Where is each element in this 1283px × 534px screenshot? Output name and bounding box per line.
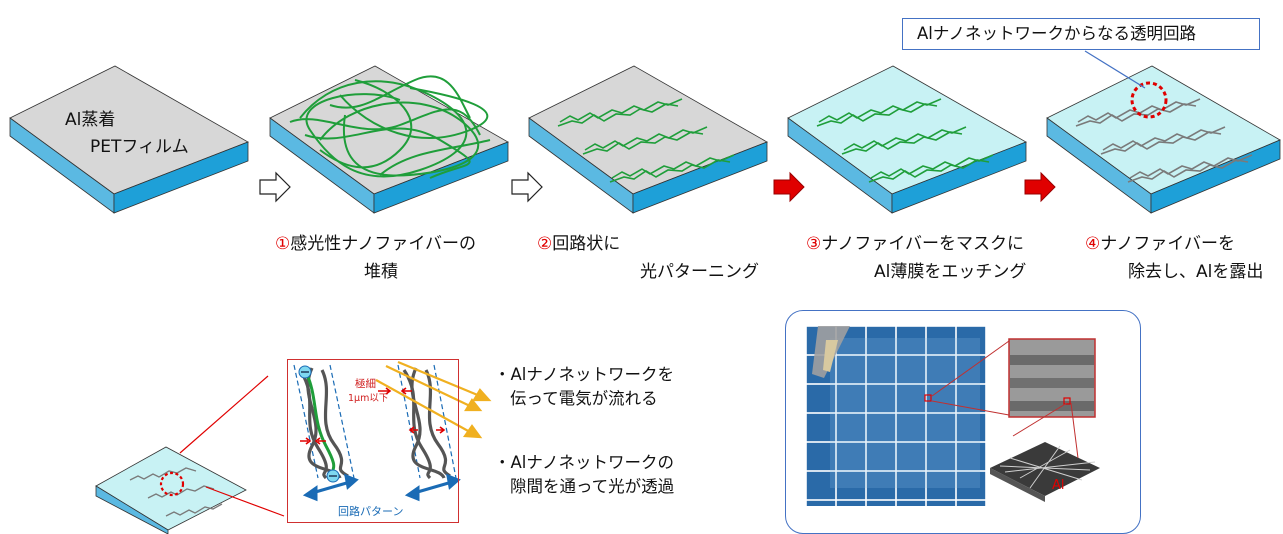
slab-al-pet-film <box>9 65 249 214</box>
slab-fiber-patterned <box>528 65 768 214</box>
network-detail-inset <box>287 359 459 523</box>
step-3-line2: Al薄膜をエッチング <box>874 262 1027 282</box>
callout-connector <box>1084 50 1146 89</box>
arrow-step-1 <box>259 171 291 203</box>
pattern-label: 回路パターン <box>338 505 403 518</box>
arrow-step-2 <box>511 171 543 203</box>
size-label: 1μm以下 <box>348 393 388 404</box>
zoom-line-bottom <box>205 486 285 517</box>
afm-zoom-line-a <box>1012 402 1068 437</box>
step-4-line1: ナノファイバーを <box>1100 234 1236 254</box>
bullet-1-line2: 伝って電気が流れる <box>510 389 658 408</box>
step-4-caption: ④ナノファイバーを <box>1085 232 1235 257</box>
arrow-step-3 <box>773 171 805 203</box>
step-1-line1: 感光性ナノファイバーの <box>290 234 477 254</box>
photo-panel <box>785 310 1141 534</box>
step-2-line2: 光パターニング <box>640 262 759 282</box>
slab-small-detail <box>95 446 247 534</box>
sem-image <box>1008 338 1096 418</box>
masked-fiber-lines <box>816 98 994 183</box>
slab-fiber-deposited <box>269 65 509 214</box>
step-4-line2: 除去し、Alを露出 <box>1128 262 1264 282</box>
bullet-2-line1: ・Alナノネットワークの <box>494 453 675 472</box>
step-1-number: ① <box>275 234 291 254</box>
afm-zoom-line-b <box>1070 402 1079 459</box>
slab-al-network <box>1046 65 1281 214</box>
photo-sample <box>806 326 986 506</box>
afm-image <box>990 442 1100 502</box>
step-4-number: ④ <box>1085 234 1101 254</box>
step-2-line1: 回路状に <box>552 234 621 254</box>
slab-al-etched <box>787 65 1027 214</box>
random-fiber-mesh <box>289 75 491 179</box>
transparent-circuit-callout: Alナノネットワークからなる透明回路 <box>902 18 1260 50</box>
step-3-caption: ③ナノファイバーをマスクに <box>806 232 1024 257</box>
arrow-step-4 <box>1024 171 1056 203</box>
highlight-circle <box>1130 81 1168 119</box>
sem-zoom-line-bottom <box>931 400 1010 416</box>
step-3-number: ③ <box>806 234 822 254</box>
patterned-fiber-lines <box>557 98 735 183</box>
bullet-1-line1: ・Alナノネットワークを <box>494 365 675 384</box>
thin-label: 極細 <box>355 377 376 390</box>
step-1-caption: ①感光性ナノファイバーの <box>275 232 476 257</box>
al-network-lines <box>1075 98 1253 183</box>
inset-drawing: 極細 1μm以下 回路パターン <box>293 364 461 518</box>
step-3-line1: ナノファイバーをマスクに <box>821 234 1025 254</box>
light-arrows <box>375 360 492 439</box>
step-2-caption: ②回路状に <box>537 232 620 257</box>
small-highlight-circle <box>159 471 185 497</box>
zoom-line-top <box>179 375 269 454</box>
al-label: Al <box>1052 478 1065 493</box>
bullet-2-line2: 隙間を通って光が透過 <box>510 477 675 496</box>
step-1-line2: 堆積 <box>364 262 398 282</box>
sem-zoom-line-top <box>931 340 1010 397</box>
film-label-line2: PETフィルム <box>90 137 189 157</box>
film-label-line1: Al蒸着 <box>65 110 116 130</box>
step-2-number: ② <box>537 234 553 254</box>
